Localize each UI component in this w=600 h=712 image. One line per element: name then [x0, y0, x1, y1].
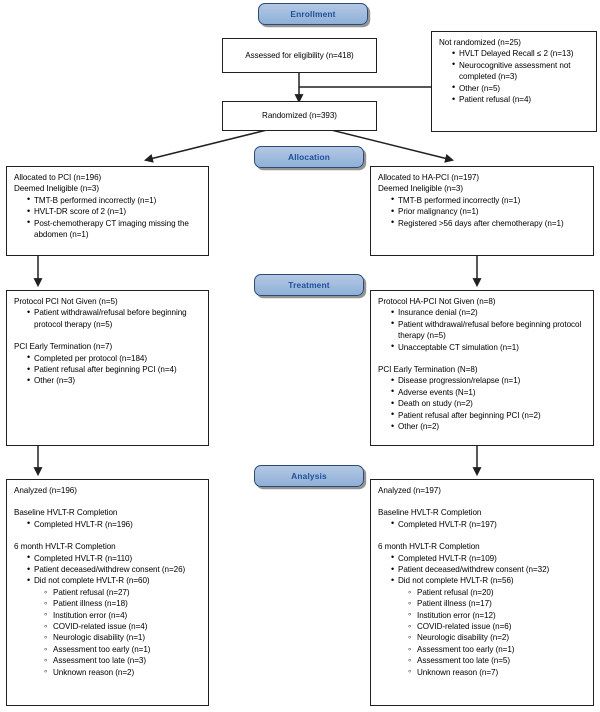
box-treatment-pci: Protocol PCI Not Given (n=5) Patient wit… — [6, 290, 209, 446]
allocated-ha-pci-heading: Allocated to HA-PCI (n=197) — [378, 173, 479, 182]
list-item: Post-chemotherapy CT imaging missing the… — [27, 217, 202, 241]
list-item: Neurologic disability (n=2) — [408, 632, 587, 644]
list-item: Neurocognitive assessment not completed … — [452, 59, 590, 83]
box-treatment-ha-pci: Protocol HA-PCI Not Given (n=8) Insuranc… — [370, 290, 594, 446]
protocol-pci-not-given-heading: Protocol PCI Not Given (n=5) — [14, 297, 118, 306]
stage-banner-enrollment: Enrollment — [258, 3, 368, 25]
list-item: Assessment too early (n=1) — [408, 644, 587, 656]
pci-early-termination-list: Completed per protocol (n=184) Patient r… — [14, 352, 202, 387]
list-item: HVLT-DR score of 2 (n=1) — [27, 206, 202, 218]
box-allocated-pci: Allocated to PCI (n=196) Deemed Ineligib… — [6, 166, 209, 256]
list-item: Insurance denial (n=2) — [391, 307, 587, 319]
list-item: Patient withdrawal/refusal before beginn… — [27, 307, 202, 330]
stage-label-treatment: Treatment — [288, 280, 330, 290]
analyzed-pci-label: Analyzed (n=196) — [14, 486, 77, 495]
list-item: Patient refusal (n=20) — [408, 587, 587, 599]
stage-banner-treatment: Treatment — [254, 274, 364, 296]
allocated-ha-pci-subheading: Deemed Ineligible (n=3) — [378, 184, 464, 194]
stage-banner-analysis: Analysis — [254, 465, 364, 487]
sixmonth-completion-heading-right: 6 month HVLT-R Completion — [378, 542, 480, 552]
list-item: Patient refusal (n=4) — [452, 94, 590, 106]
baseline-completion-heading-right: Baseline HVLT-R Completion — [378, 508, 482, 518]
list-item: Institution error (n=4) — [44, 609, 202, 621]
allocated-ha-pci-ineligible-list: TMT-B performed incorrectly (n=1) Prior … — [378, 194, 587, 229]
ha-pci-early-termination-list: Disease progression/relapse (n=1) Advers… — [378, 375, 587, 432]
list-item: HVLT Delayed Recall ≤ 2 (n=13) — [452, 48, 590, 60]
list-item: Other (n=5) — [452, 82, 590, 94]
list-item: Assessment too late (n=3) — [44, 655, 202, 667]
list-item: Neurologic disability (n=1) — [44, 632, 202, 644]
list-item: Prior malignancy (n=1) — [391, 206, 587, 218]
allocated-pci-heading: Allocated to PCI (n=196) — [14, 173, 102, 182]
list-item: Disease progression/relapse (n=1) — [391, 375, 587, 387]
list-item: TMT-B performed incorrectly (n=1) — [391, 194, 587, 206]
list-item: Patient refusal after beginning PCI (n=4… — [27, 364, 202, 376]
spacer — [378, 496, 587, 507]
list-item: COVID-related issue (n=6) — [408, 621, 587, 633]
list-item: Unknown reason (n=2) — [44, 666, 202, 678]
list-item: COVID-related issue (n=4) — [44, 621, 202, 633]
list-item: Assessment too late (n=5) — [408, 655, 587, 667]
list-item: Institution error (n=12) — [408, 609, 587, 621]
box-not-randomized: Not randomized (n=25) HVLT Delayed Recal… — [431, 31, 597, 132]
sixmonth-completion-list-left: Completed HVLT-R (n=110) Patient decease… — [14, 552, 202, 587]
spacer — [14, 496, 202, 507]
list-item: Patient deceased/withdrew consent (n=32) — [391, 564, 587, 576]
list-item: Assessment too early (n=1) — [44, 644, 202, 656]
list-item: Completed per protocol (n=184) — [27, 352, 202, 364]
sixmonth-completion-list-right: Completed HVLT-R (n=109) Patient decease… — [378, 552, 587, 587]
box-analysis-pci: Analyzed (n=196) Baseline HVLT-R Complet… — [6, 479, 209, 706]
stage-label-analysis: Analysis — [291, 471, 327, 481]
list-item: Completed HVLT-R (n=196) — [27, 518, 202, 530]
list-item: Patient illness (n=18) — [44, 598, 202, 610]
pci-early-termination-heading: PCI Early Termination (n=7) — [14, 342, 113, 352]
box-analysis-ha-pci: Analyzed (n=197) Baseline HVLT-R Complet… — [370, 479, 594, 706]
sixmonth-completion-heading-left: 6 month HVLT-R Completion — [14, 542, 116, 552]
protocol-ha-pci-not-given-list: Insurance denial (n=2) Patient withdrawa… — [378, 307, 587, 353]
baseline-completion-list-left: Completed HVLT-R (n=196) — [14, 518, 202, 530]
baseline-completion-heading-left: Baseline HVLT-R Completion — [14, 508, 118, 518]
list-item: Death on study (n=2) — [391, 398, 587, 410]
baseline-completion-list-right: Completed HVLT-R (n=197) — [378, 518, 587, 530]
stage-label-enrollment: Enrollment — [290, 9, 336, 19]
list-item: Adverse events (N=1) — [391, 386, 587, 398]
list-item: Completed HVLT-R (n=110) — [27, 552, 202, 564]
spacer — [14, 530, 202, 541]
box-allocated-ha-pci: Allocated to HA-PCI (n=197) Deemed Ineli… — [370, 166, 594, 256]
randomized-label: Randomized (n=393) — [262, 111, 337, 121]
list-item: Patient refusal after beginning PCI (n=2… — [391, 409, 587, 421]
spacer — [14, 330, 202, 341]
spacer — [378, 530, 587, 541]
list-item: Completed HVLT-R (n=197) — [391, 518, 587, 530]
list-item: Did not complete HVLT-R (n=60) — [27, 575, 202, 587]
allocated-pci-ineligible-list: TMT-B performed incorrectly (n=1) HVLT-D… — [14, 194, 202, 241]
incomplete-reasons-list-right: Patient refusal (n=20) Patient illness (… — [378, 587, 587, 679]
analyzed-ha-pci-label: Analyzed (n=197) — [378, 486, 441, 495]
list-item: Patient refusal (n=27) — [44, 587, 202, 599]
list-item: Registered >56 days after chemotherapy (… — [391, 217, 587, 229]
list-item: Unknown reason (n=7) — [408, 666, 587, 678]
stage-banner-allocation: Allocation — [254, 146, 364, 168]
incomplete-reasons-list-left: Patient refusal (n=27) Patient illness (… — [14, 587, 202, 679]
list-item: Patient deceased/withdrew consent (n=26) — [27, 564, 202, 576]
box-assessed-for-eligibility: Assessed for eligibility (n=418) — [222, 38, 377, 73]
allocated-pci-subheading: Deemed Ineligible (n=3) — [14, 184, 100, 194]
not-randomized-heading: Not randomized (n=25) — [439, 38, 521, 47]
list-item: Other (n=2) — [391, 421, 587, 433]
list-item: Other (n=3) — [27, 375, 202, 387]
spacer — [378, 353, 587, 364]
list-item: Patient withdrawal/refusal before beginn… — [391, 318, 587, 342]
stage-label-allocation: Allocation — [288, 152, 330, 162]
not-randomized-list: HVLT Delayed Recall ≤ 2 (n=13) Neurocogn… — [439, 48, 590, 105]
assessed-label: Assessed for eligibility (n=418) — [245, 50, 354, 60]
list-item: Patient illness (n=17) — [408, 598, 587, 610]
list-item: Did not complete HVLT-R (n=56) — [391, 575, 587, 587]
list-item: Completed HVLT-R (n=109) — [391, 552, 587, 564]
protocol-pci-not-given-list: Patient withdrawal/refusal before beginn… — [14, 307, 202, 330]
protocol-ha-pci-not-given-heading: Protocol HA-PCI Not Given (n=8) — [378, 297, 496, 306]
ha-pci-early-termination-heading: PCI Early Termination (N=8) — [378, 365, 478, 375]
list-item: TMT-B performed incorrectly (n=1) — [27, 194, 202, 206]
box-randomized: Randomized (n=393) — [222, 101, 377, 131]
list-item: Unacceptable CT simulation (n=1) — [391, 341, 587, 353]
